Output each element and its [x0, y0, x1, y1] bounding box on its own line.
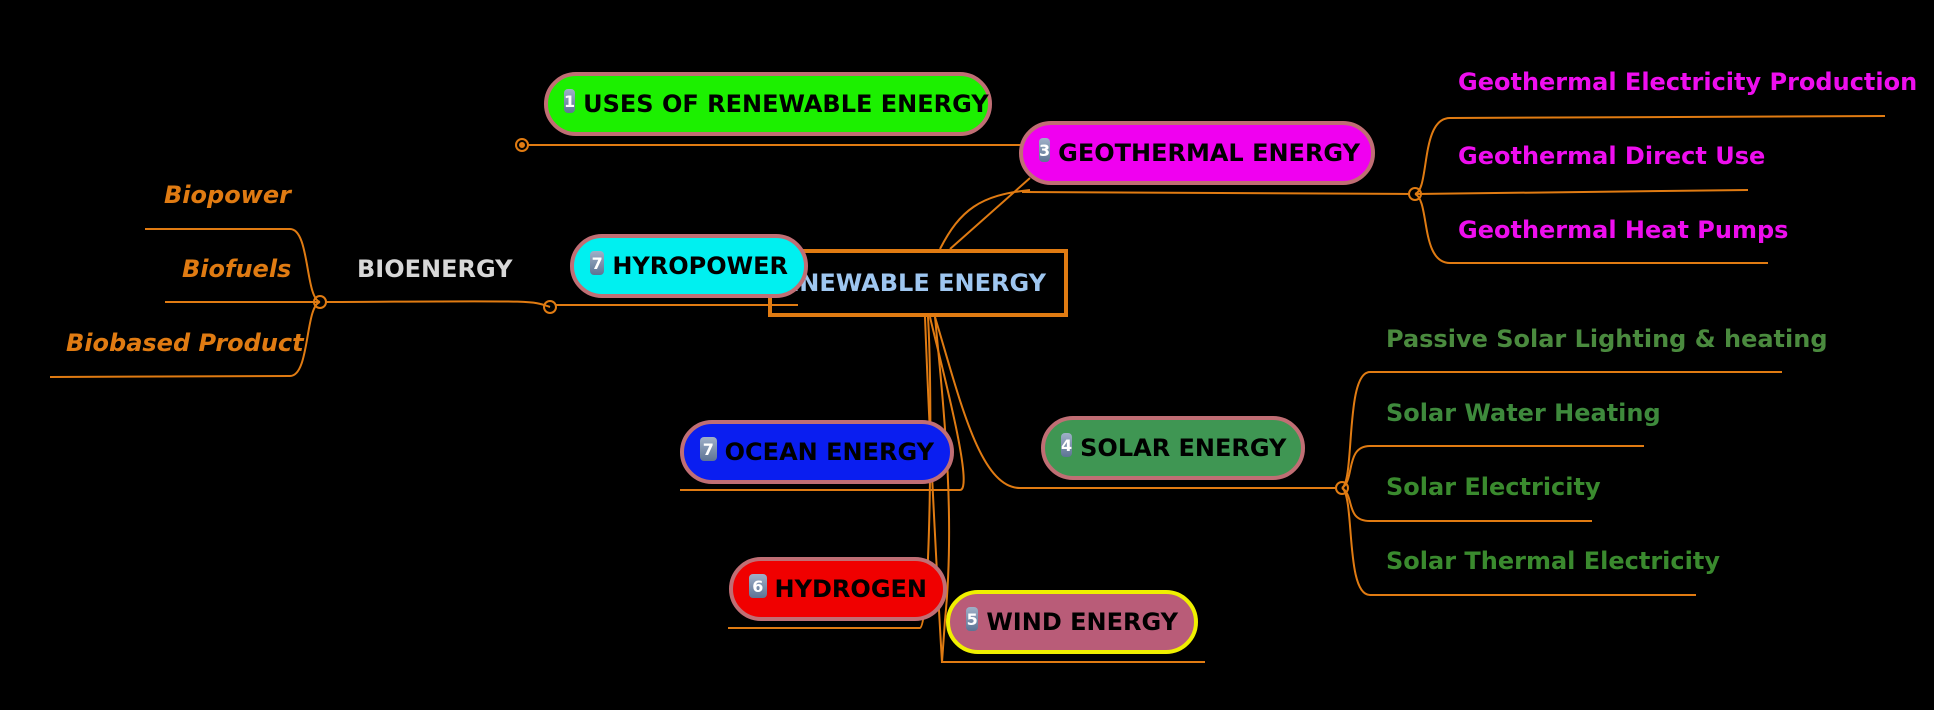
topic-label: HYROPOWER: [612, 252, 788, 280]
topic-label: USES OF RENEWABLE ENERGY: [583, 90, 989, 118]
topic-label: GEOTHERMAL ENERGY: [1058, 139, 1360, 167]
connector-hydrogen: [728, 316, 932, 629]
connector-solar: [934, 316, 1342, 489]
geothermal-child-direct-use[interactable]: Geothermal Direct Use: [1458, 142, 1766, 170]
topic-solar-energy[interactable]: 4 SOLAR ENERGY: [1041, 416, 1305, 480]
solar-child-water-heating[interactable]: Solar Water Heating: [1386, 399, 1661, 427]
geothermal-child-heat-pumps[interactable]: Geothermal Heat Pumps: [1458, 216, 1789, 244]
topic-label: HYDROGEN: [774, 575, 927, 603]
topic-wind-energy[interactable]: 5 WIND ENERGY: [946, 590, 1198, 654]
geothermal-child-electricity[interactable]: Geothermal Electricity Production: [1458, 68, 1918, 96]
number-badge-icon: 7: [700, 437, 717, 461]
topic-label: WIND ENERGY: [986, 608, 1178, 636]
topic-label: OCEAN ENERGY: [724, 438, 934, 466]
topic-label: SOLAR ENERGY: [1080, 434, 1287, 462]
connector-geothermal: [939, 189, 1031, 250]
connector-wind: [934, 316, 1205, 663]
number-badge-icon: 6: [749, 574, 767, 598]
bio-child-biopower[interactable]: Biopower: [164, 181, 291, 209]
bio-child-biobased-product[interactable]: Biobased Product: [66, 329, 304, 357]
central-topic[interactable]: ENEWABLE ENERGY: [768, 249, 1068, 317]
topic-hydropower[interactable]: 7 HYROPOWER: [570, 234, 808, 298]
connector-ocean: [680, 316, 965, 491]
solar-child-passive[interactable]: Passive Solar Lighting & heating: [1386, 325, 1828, 353]
topic-uses-of-renewable-energy[interactable]: 1 USES OF RENEWABLE ENERGY: [544, 72, 992, 136]
number-badge-icon: 7: [590, 251, 605, 275]
topic-label: BIOENERGY: [357, 255, 513, 283]
topic-bioenergy[interactable]: BIOENERGY: [357, 255, 513, 283]
bio-child-biofuels[interactable]: Biofuels: [182, 255, 292, 283]
central-topic-label: ENEWABLE ENERGY: [782, 269, 1046, 297]
number-badge-icon: 4: [1061, 433, 1073, 457]
solar-child-thermal-electricity[interactable]: Solar Thermal Electricity: [1386, 547, 1720, 575]
topic-hydrogen[interactable]: 6 HYDROGEN: [729, 557, 947, 621]
topic-ocean-energy[interactable]: 7 OCEAN ENERGY: [680, 420, 954, 484]
number-badge-icon: 5: [966, 607, 979, 631]
topic-geothermal-energy[interactable]: 3 GEOTHERMAL ENERGY: [1019, 121, 1375, 185]
number-badge-icon: 3: [1039, 138, 1051, 162]
solar-child-electricity[interactable]: Solar Electricity: [1386, 473, 1601, 501]
number-badge-icon: 1: [564, 89, 576, 113]
